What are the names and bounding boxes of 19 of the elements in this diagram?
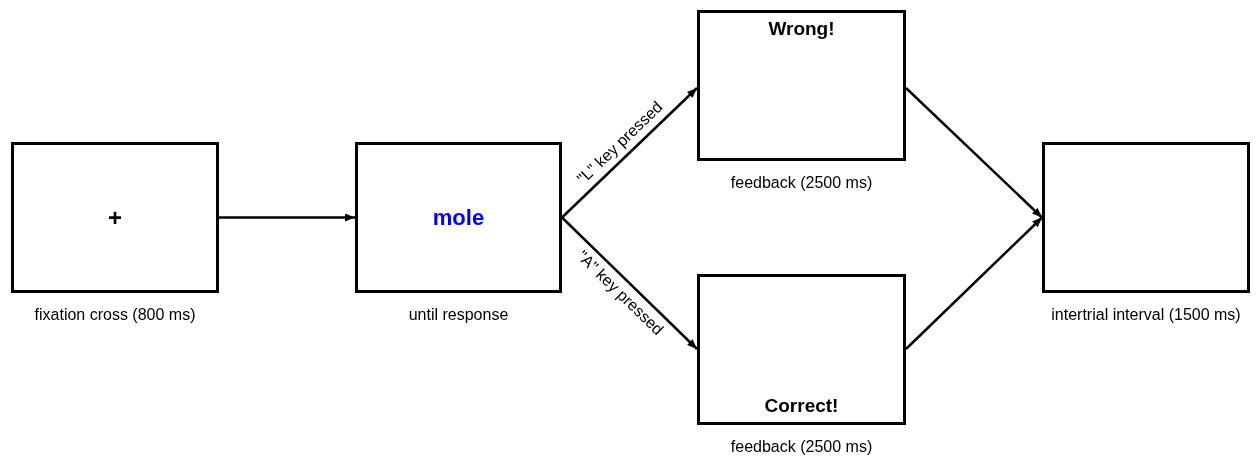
arrow: [219, 213, 355, 222]
stimulus-text: Wrong!: [768, 17, 835, 41]
stimulus-text: +: [108, 202, 122, 233]
node-label: feedback (2500 ms): [730, 173, 873, 193]
screen-box: [697, 10, 906, 161]
node-label: intertrial interval (1500 ms): [1051, 305, 1241, 325]
screen-box: [1042, 142, 1250, 293]
arrow: [905, 216, 1043, 350]
screen-box: [355, 142, 562, 293]
arrow: [561, 87, 698, 219]
arrow: [905, 87, 1043, 219]
node-label: feedback (2500 ms): [730, 437, 873, 457]
screen-box: [697, 274, 906, 425]
screen-box: [11, 142, 219, 293]
node-label: fixation cross (800 ms): [34, 305, 196, 325]
node-label: until response: [408, 305, 509, 325]
stimulus-text: mole: [432, 203, 485, 232]
arrow: [561, 216, 698, 350]
stimulus-text: Correct!: [764, 394, 839, 418]
